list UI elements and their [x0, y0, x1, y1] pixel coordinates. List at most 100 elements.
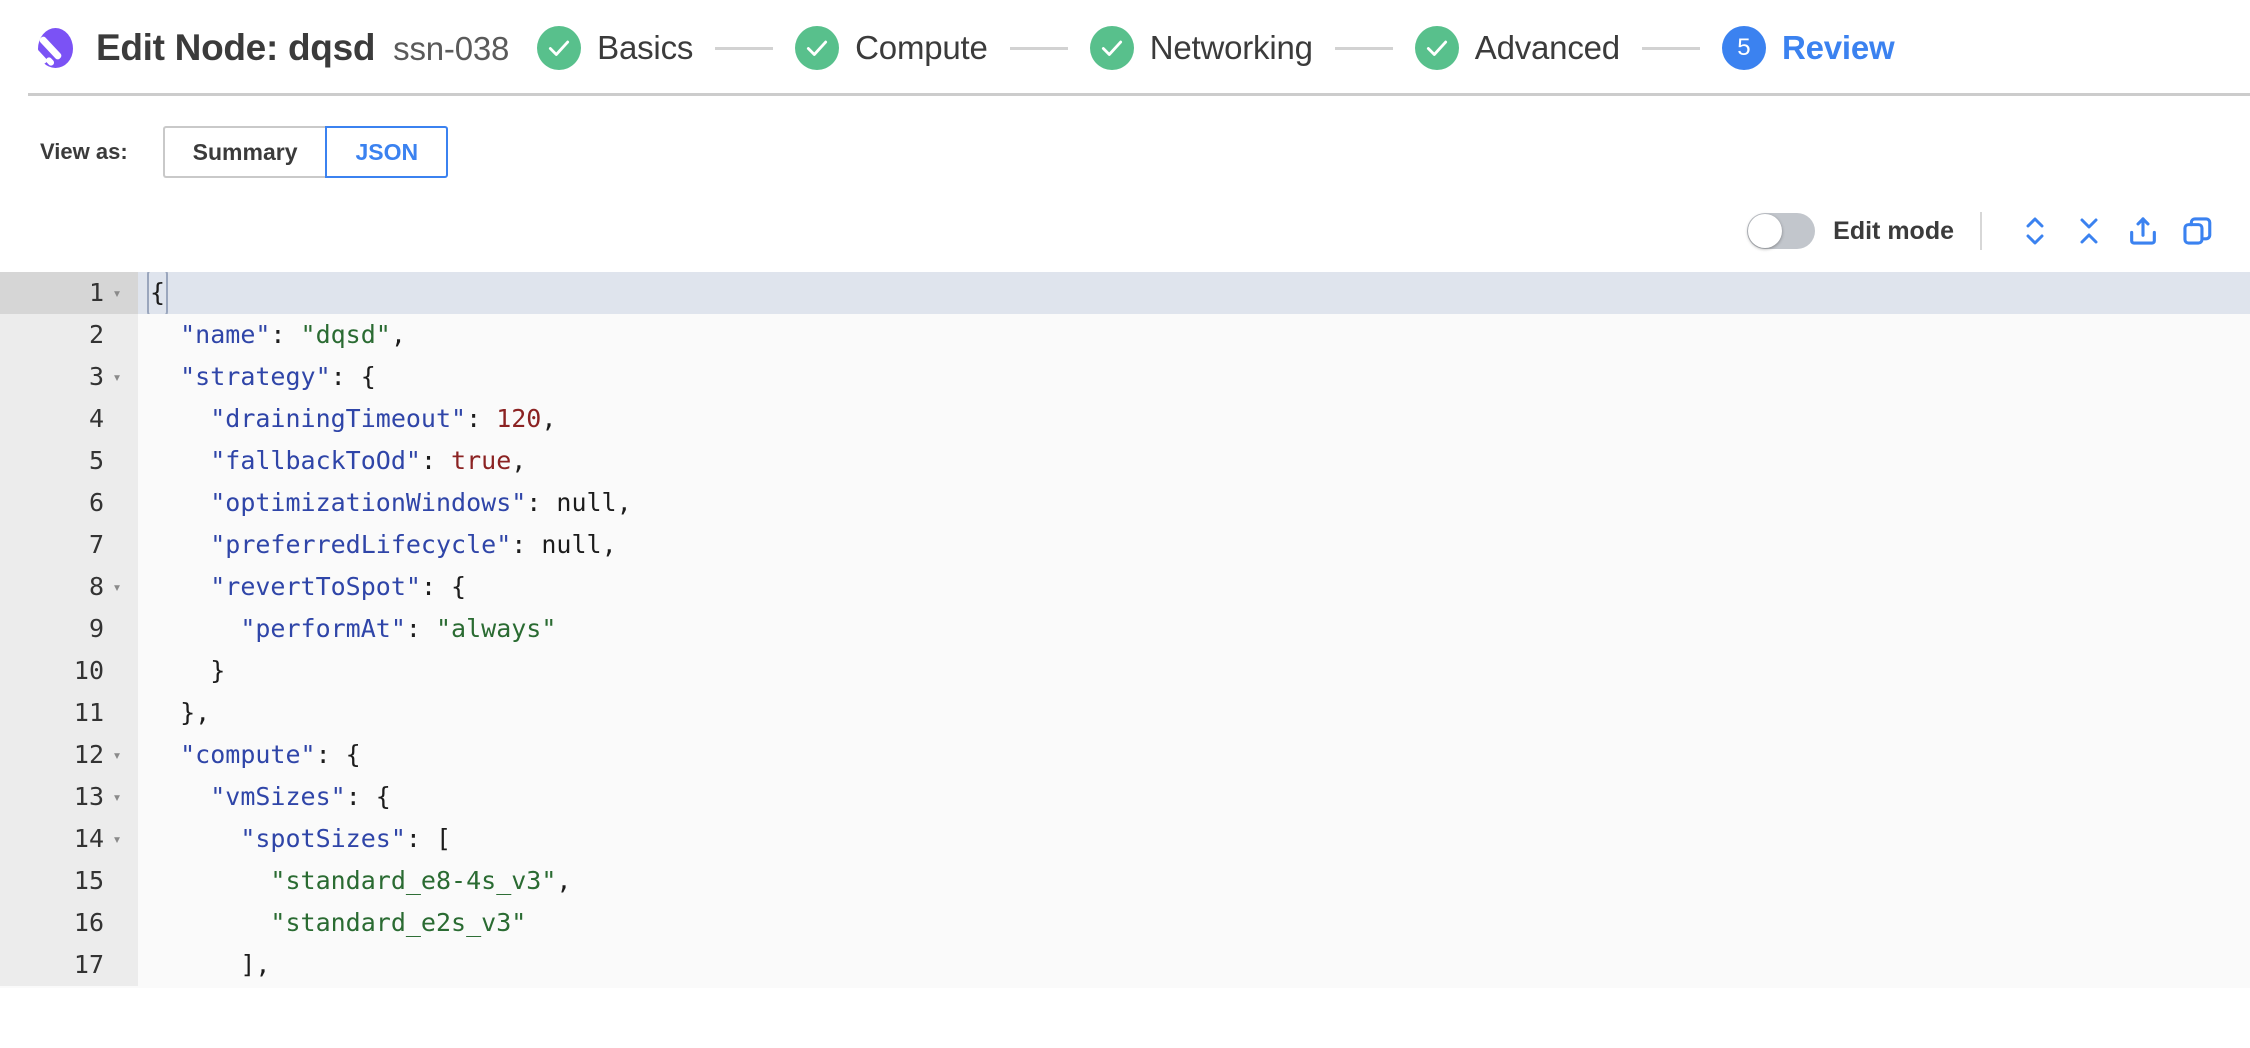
- line-gutter: 12▾: [0, 734, 138, 776]
- line-gutter: 15: [0, 860, 138, 902]
- token-p: ],: [240, 950, 271, 979]
- view-as-json-button[interactable]: JSON: [325, 126, 449, 178]
- step-connector: [1334, 46, 1393, 50]
- line-gutter: 16: [0, 902, 138, 944]
- line-gutter: 2: [0, 314, 138, 356]
- code-text[interactable]: "compute": {: [138, 734, 2250, 776]
- code-line[interactable]: 7 "preferredLifecycle": null,: [0, 524, 2250, 566]
- step-advanced[interactable]: Advanced: [1414, 26, 1620, 70]
- token-p: ,: [616, 488, 632, 517]
- token-p: : {: [330, 362, 376, 391]
- step-basics[interactable]: Basics: [537, 26, 693, 70]
- view-as-summary-button[interactable]: Summary: [162, 126, 326, 178]
- code-line[interactable]: 9 "performAt": "always": [0, 608, 2250, 650]
- token-nl: null: [541, 530, 602, 559]
- check-icon: [1089, 26, 1134, 70]
- code-line[interactable]: 3▾ "strategy": {: [0, 356, 2250, 398]
- code-line[interactable]: 11 },: [0, 692, 2250, 734]
- fold-arrow-icon[interactable]: ▾: [112, 578, 122, 596]
- edit-mode-toggle[interactable]: [1747, 213, 1816, 249]
- line-gutter: 5: [0, 440, 138, 482]
- line-number: 11: [73, 698, 104, 727]
- code-text[interactable]: }: [138, 650, 2250, 692]
- code-line[interactable]: 2 "name": "dqsd",: [0, 314, 2250, 356]
- line-gutter: 11: [0, 692, 138, 734]
- line-gutter: 7: [0, 524, 138, 566]
- line-gutter: 10: [0, 650, 138, 692]
- fold-arrow-icon[interactable]: ▾: [112, 830, 122, 848]
- step-networking[interactable]: Networking: [1089, 26, 1313, 70]
- code-text[interactable]: "strategy": {: [138, 356, 2250, 398]
- line-number: 15: [73, 866, 104, 895]
- token-p: :: [405, 614, 436, 643]
- line-number: 6: [88, 488, 104, 517]
- fold-arrow-icon[interactable]: ▾: [112, 368, 122, 386]
- copy-icon[interactable]: [2170, 208, 2224, 254]
- token-p: : {: [420, 572, 467, 601]
- code-text[interactable]: "performAt": "always": [138, 608, 2250, 650]
- token-k: "preferredLifecycle": [210, 530, 512, 559]
- spot-logo: [28, 25, 74, 71]
- token-k: "strategy": [180, 362, 331, 391]
- code-line[interactable]: 10 }: [0, 650, 2250, 692]
- code-text[interactable]: ],: [138, 944, 2250, 986]
- code-text[interactable]: },: [138, 692, 2250, 734]
- token-k: "name": [180, 320, 271, 349]
- token-p: : {: [345, 782, 391, 811]
- json-editor[interactable]: 1▾{2 "name": "dqsd",3▾ "strategy": {4 "d…: [0, 272, 2250, 988]
- code-text[interactable]: "optimizationWindows": null,: [138, 482, 2250, 524]
- code-text[interactable]: "standard_e2s_v3": [138, 902, 2250, 944]
- token-k: "fallbackToOd": [210, 446, 421, 475]
- step-review[interactable]: 5 Review: [1721, 26, 1895, 70]
- fold-arrow-icon[interactable]: ▾: [112, 788, 122, 806]
- token-b: true: [451, 446, 512, 475]
- editor-toolbar: Edit mode: [0, 194, 2250, 268]
- fold-arrow-icon[interactable]: ▾: [112, 284, 122, 302]
- token-p: : [: [405, 824, 452, 853]
- line-number: 16: [73, 908, 104, 937]
- code-line[interactable]: 4 "drainingTimeout": 120,: [0, 398, 2250, 440]
- code-line[interactable]: 17 ],: [0, 944, 2250, 986]
- line-gutter: 3▾: [0, 356, 138, 398]
- token-k: "revertToSpot": [210, 572, 421, 601]
- token-k: "optimizationWindows": [210, 488, 527, 517]
- code-line[interactable]: 5 "fallbackToOd": true,: [0, 440, 2250, 482]
- view-as-segmented-control[interactable]: Summary JSON: [162, 126, 449, 178]
- code-line[interactable]: 16 "standard_e2s_v3": [0, 902, 2250, 944]
- expand-all-icon[interactable]: [2008, 208, 2062, 254]
- code-text[interactable]: "revertToSpot": {: [138, 566, 2250, 608]
- json-code-body[interactable]: 1▾{2 "name": "dqsd",3▾ "strategy": {4 "d…: [0, 272, 2250, 986]
- code-line[interactable]: 14▾ "spotSizes": [: [0, 818, 2250, 860]
- code-text[interactable]: {: [138, 272, 2250, 317]
- step-number-badge: 5: [1721, 26, 1766, 70]
- code-text[interactable]: "standard_e8-4s_v3",: [138, 860, 2250, 902]
- code-text[interactable]: "preferredLifecycle": null,: [138, 524, 2250, 566]
- code-line[interactable]: 8▾ "revertToSpot": {: [0, 566, 2250, 608]
- code-line[interactable]: 15 "standard_e8-4s_v3",: [0, 860, 2250, 902]
- header-divider: [28, 93, 2250, 96]
- code-line[interactable]: 6 "optimizationWindows": null,: [0, 482, 2250, 524]
- code-text[interactable]: "drainingTimeout": 120,: [138, 398, 2250, 440]
- step-label-compute: Compute: [855, 29, 988, 66]
- edit-mode-label: Edit mode: [1833, 216, 1954, 245]
- token-p: : {: [315, 740, 361, 769]
- token-p: ,: [601, 530, 617, 559]
- export-icon[interactable]: [2116, 208, 2170, 254]
- code-text[interactable]: "spotSizes": [: [138, 818, 2250, 860]
- step-connector: [715, 46, 774, 50]
- code-text[interactable]: "fallbackToOd": true,: [138, 440, 2250, 482]
- token-p: ,: [556, 866, 572, 895]
- step-label-basics: Basics: [597, 29, 694, 66]
- check-icon: [795, 26, 840, 70]
- page-header: Edit Node: dqsd ssn-038 Basics Compute N…: [0, 0, 2250, 96]
- code-line[interactable]: 13▾ "vmSizes": {: [0, 776, 2250, 818]
- code-text[interactable]: "name": "dqsd",: [138, 314, 2250, 356]
- collapse-all-icon[interactable]: [2062, 208, 2116, 254]
- step-compute[interactable]: Compute: [795, 26, 988, 70]
- code-text[interactable]: "vmSizes": {: [138, 776, 2250, 818]
- line-gutter: 13▾: [0, 776, 138, 818]
- fold-arrow-icon[interactable]: ▾: [112, 746, 122, 764]
- step-label-networking: Networking: [1149, 29, 1313, 66]
- code-line[interactable]: 12▾ "compute": {: [0, 734, 2250, 776]
- code-line[interactable]: 1▾{: [0, 272, 2250, 317]
